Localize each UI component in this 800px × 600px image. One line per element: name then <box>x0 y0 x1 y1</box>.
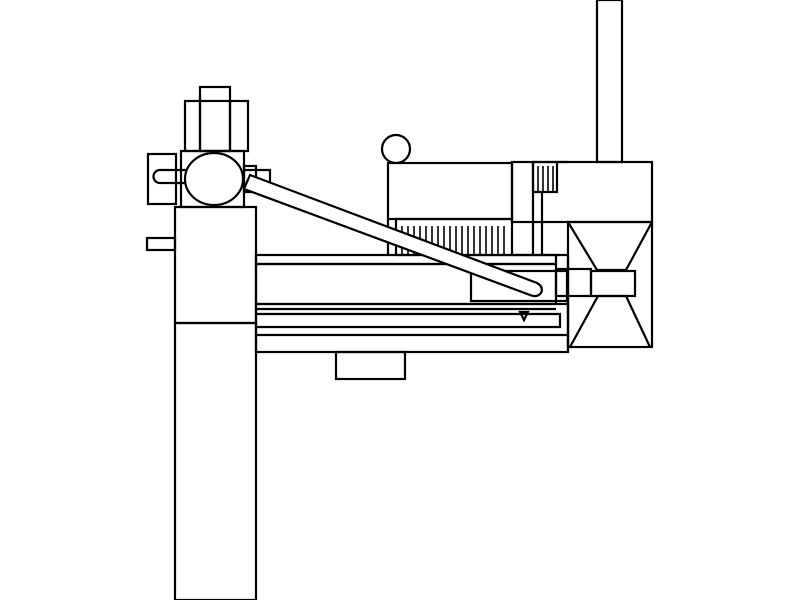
drive-belt <box>242 173 543 298</box>
head-housing <box>183 99 250 153</box>
left-column <box>145 205 258 600</box>
column-lower-section <box>173 321 258 600</box>
carriage-knob <box>380 133 412 165</box>
carriage-pointer <box>518 310 530 323</box>
column-upper-section <box>173 205 258 325</box>
head-side-motor <box>146 152 178 206</box>
arm-top-rail <box>254 253 558 266</box>
belt-band <box>242 173 543 298</box>
tower-vent-slats <box>537 166 554 192</box>
column-side-stub <box>145 236 177 252</box>
carriage-end-box <box>589 269 637 298</box>
hopper-top-funnel <box>567 221 653 272</box>
chimney <box>595 0 624 164</box>
arm-under-block <box>334 350 407 381</box>
head-side-handle <box>152 168 188 185</box>
hopper-bottom-funnel <box>569 294 651 348</box>
head-top-block <box>198 85 232 153</box>
horizontal-arm <box>254 253 570 381</box>
right-tower <box>510 0 654 352</box>
carriage-top-box <box>386 161 514 221</box>
tower-vent <box>531 160 559 194</box>
head-pulley <box>183 151 245 207</box>
carriage-small-square <box>554 267 593 298</box>
arm-guide-slot <box>256 312 562 329</box>
